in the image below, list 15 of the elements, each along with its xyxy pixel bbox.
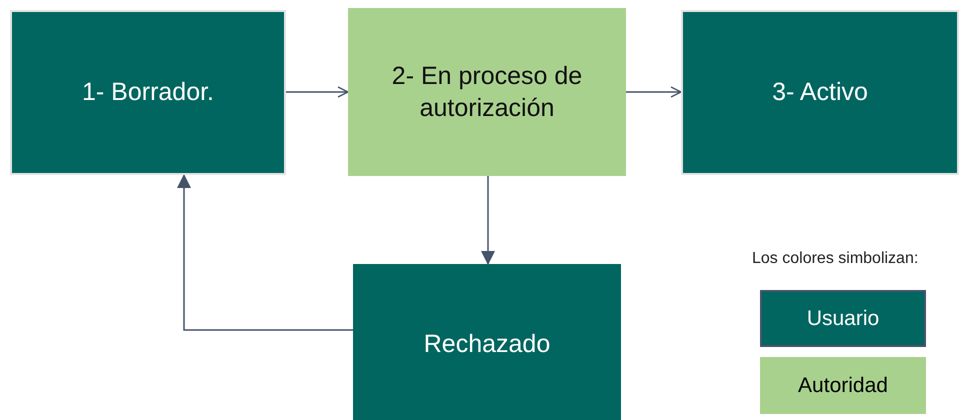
authority-step-box	[348, 8, 626, 176]
user-step-box	[353, 264, 621, 420]
user-step-box	[10, 10, 286, 175]
step-label: Rechazado	[422, 328, 552, 360]
legend-title: Los colores simbolizan:	[752, 250, 918, 268]
arrow	[626, 86, 682, 98]
step-label: 3- Activo	[771, 77, 869, 108]
arrow	[286, 86, 349, 98]
step-label: 1- Borrador.	[80, 77, 215, 108]
legend-text: Usuario	[806, 306, 880, 330]
arrow	[481, 176, 495, 265]
step-label: 2- En proceso de autorización	[390, 60, 584, 124]
legend-text: Autoridad	[798, 374, 888, 398]
arrow	[177, 174, 353, 331]
user-step-box	[681, 10, 959, 175]
